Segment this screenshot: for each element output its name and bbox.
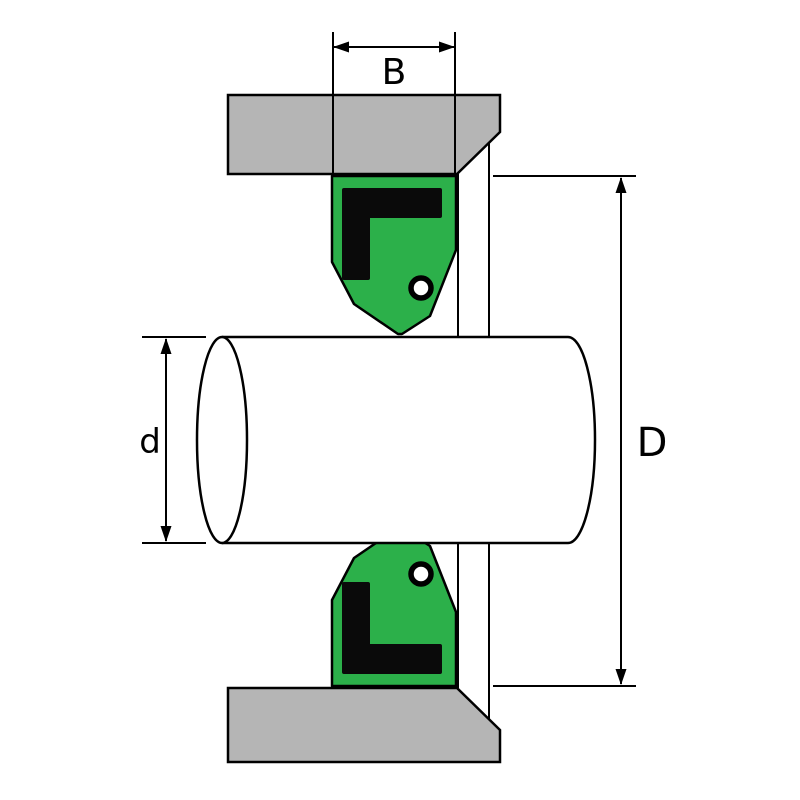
upper-housing-block [226, 93, 502, 176]
shaft-body-fill [222, 337, 595, 543]
dim-d-label: d [139, 422, 161, 462]
dimension-d: d [139, 336, 206, 544]
dim-d-arrowhead-top [160, 338, 172, 354]
shaft-left-end-ellipse [195, 335, 249, 545]
dim-d-arrowhead-bottom [160, 526, 172, 542]
dimension-outer-d: D [493, 175, 668, 687]
lower-seal [330, 526, 458, 688]
dim-outer-d-label: D [637, 420, 668, 466]
dim-b-arrowhead-right [439, 41, 455, 53]
upper-seal-garter-spring [408, 275, 434, 301]
lower-housing-block [226, 686, 502, 764]
dim-outer-d-arrowhead-top [615, 177, 627, 193]
lower-seal-garter-spring [408, 561, 434, 587]
dimension-b: B [332, 32, 456, 174]
dim-outer-d-arrowhead-bottom [615, 669, 627, 685]
upper-seal-case-insert [342, 188, 442, 280]
lower-seal-case-insert [342, 582, 442, 674]
dim-b-arrowhead-left [333, 41, 349, 53]
shaft [195, 335, 597, 545]
shaft-body-outline [222, 335, 597, 545]
dim-b-label: B [382, 52, 407, 93]
upper-seal [330, 174, 458, 336]
